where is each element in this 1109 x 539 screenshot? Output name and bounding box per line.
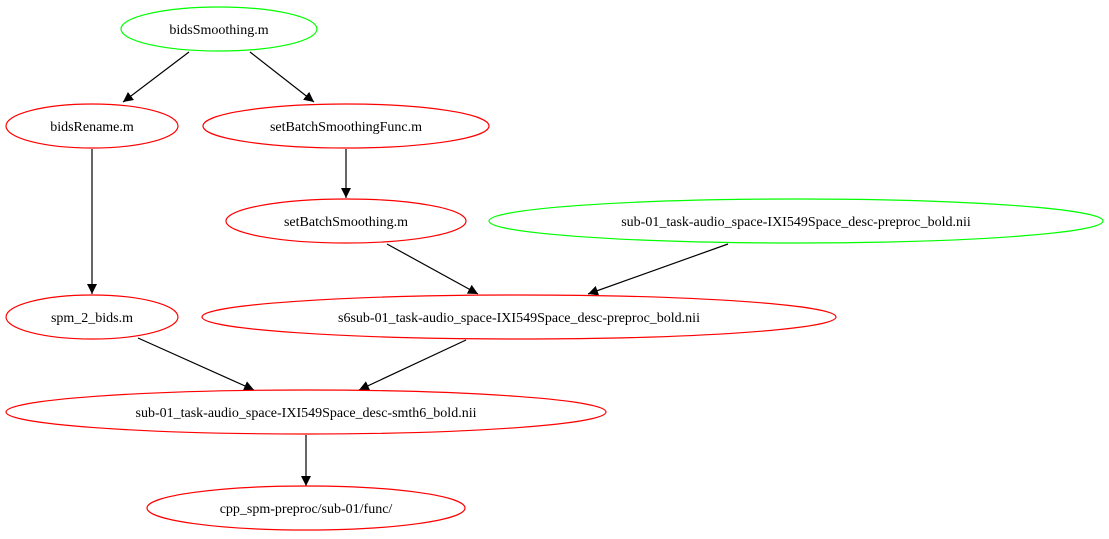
node-preproc-bold: sub-01_task-audio_space-IXI549Space_desc…	[488, 198, 1104, 244]
node-ellipse	[120, 6, 318, 52]
node-ellipse	[202, 103, 490, 149]
node-func-dir: cpp_spm-preproc/sub-01/func/	[146, 485, 466, 531]
node-label: sub-01_task-audio_space-IXI549Space_desc…	[621, 215, 971, 230]
node-label: setBatchSmoothing.m	[284, 215, 408, 230]
node-ellipse	[5, 294, 179, 340]
nodes-layer: bidsSmoothing.m bidsRename.m setBatchSmoot…	[5, 6, 1104, 531]
node-ellipse	[201, 294, 837, 340]
node-bids-rename: bidsRename.m	[5, 103, 179, 149]
node-ellipse	[225, 198, 467, 244]
node-bids-smoothing: bidsSmoothing.m	[120, 6, 318, 52]
edge-s6preproc-bold-to-smth6-bold	[358, 339, 467, 391]
node-ellipse	[5, 103, 179, 149]
edge-spm2bids-to-smth6-bold	[137, 337, 255, 391]
edge-preproc-bold-to-s6preproc-bold	[587, 243, 729, 296]
node-label: s6sub-01_task-audio_space-IXI549Space_de…	[338, 311, 700, 326]
node-ellipse	[146, 485, 466, 531]
node-set-batch-smoothing: setBatchSmoothing.m	[225, 198, 467, 244]
edge-bids-smoothing-to-bids-rename	[122, 51, 190, 103]
node-label: cpp_spm-preproc/sub-01/func/	[220, 502, 393, 517]
node-label: spm_2_bids.m	[51, 311, 133, 326]
node-label: bidsSmoothing.m	[169, 23, 268, 38]
node-label: bidsRename.m	[50, 120, 134, 135]
node-label: sub-01_task-audio_space-IXI549Space_desc…	[136, 406, 477, 421]
node-ellipse	[488, 198, 1104, 244]
node-spm2bids: spm_2_bids.m	[5, 294, 179, 340]
edge-set-batch-smoothing-to-s6preproc-bold	[386, 243, 479, 295]
node-s6preproc-bold: s6sub-01_task-audio_space-IXI549Space_de…	[201, 294, 837, 340]
edges-layer	[87, 51, 729, 486]
node-smth6-bold: sub-01_task-audio_space-IXI549Space_desc…	[5, 389, 607, 435]
edge-bids-smoothing-to-set-batch-smoothing-func	[249, 51, 315, 103]
node-label: setBatchSmoothingFunc.m	[270, 120, 422, 135]
node-set-batch-smoothing-func: setBatchSmoothingFunc.m	[202, 103, 490, 149]
node-ellipse	[5, 389, 607, 435]
